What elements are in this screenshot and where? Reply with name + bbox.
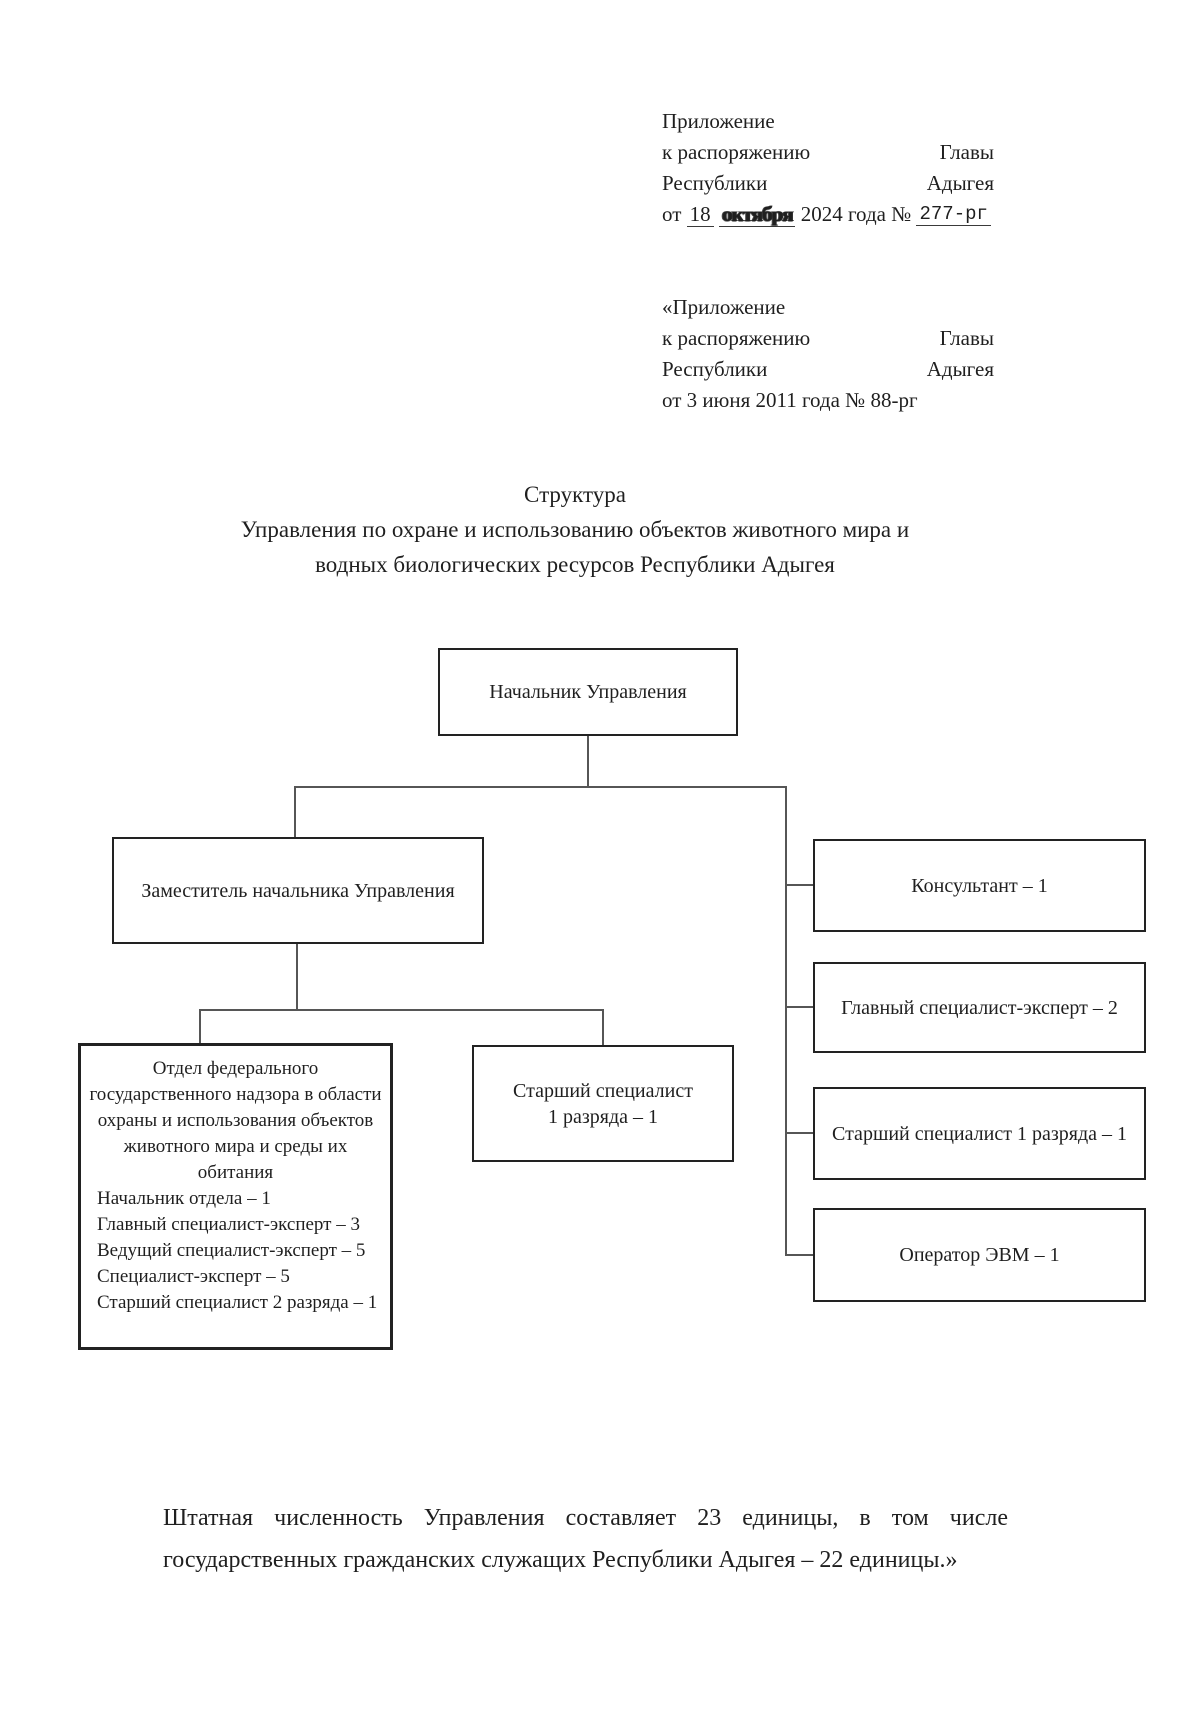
appendix-line: Республики Адыгея (662, 168, 994, 199)
appendix-text: к распоряжению (662, 326, 811, 350)
appendix-text: Республики (662, 357, 768, 381)
staff-position: Старший специалист 2 разряда – 1 (97, 1292, 378, 1313)
department-title-line: животного мира и среды их (123, 1136, 348, 1157)
connector-deputy-drop (296, 943, 298, 1011)
connector-right-trunk (785, 786, 787, 1256)
appendix-text: к распоряжению (662, 140, 811, 164)
appendix-date-line: от 18 октября 2024 года № 277-рг (662, 199, 994, 232)
org-node-label: Заместитель начальника Управления (141, 879, 455, 902)
connector-midbox-riser (602, 1009, 604, 1045)
org-node-label: Начальник Управления (489, 681, 687, 703)
appendix-text: Адыгея (926, 357, 994, 381)
connector-deputy-riser (294, 786, 296, 837)
connector-stub-chief-expert (785, 1006, 813, 1008)
title-line-1: Структура (524, 482, 626, 507)
date-year-number-sign: 2024 года № (800, 202, 912, 226)
org-node-label: Оператор ЭВМ – 1 (899, 1244, 1060, 1266)
org-node-senior-specialist-grade1-mid: Старший специалист 1 разряда – 1 (472, 1045, 734, 1162)
appendix-line: Республики Адыгея (662, 354, 994, 385)
appendix-header-2011: «Приложение к распоряжению Главы Республ… (662, 292, 994, 416)
appendix-line: к распоряжению Главы (662, 323, 994, 354)
connector-stub-senior-spec (785, 1132, 813, 1134)
org-node-chief-specialist-expert: Главный специалист-эксперт – 2 (813, 962, 1146, 1053)
title-line-2: Управления по охране и использованию объ… (240, 517, 910, 542)
org-node-label: Старший специалист 1 разряда – 1 (832, 1122, 1127, 1145)
appendix-text: Адыгея (926, 171, 994, 195)
connector-stub-consultant (785, 884, 813, 886)
staff-position: Ведущий специалист-эксперт – 5 (97, 1240, 366, 1261)
staff-position: Начальник отдела – 1 (97, 1188, 271, 1209)
date-prefix: от (662, 202, 682, 226)
org-node-deputy: Заместитель начальника Управления (112, 837, 484, 944)
connector-stub-operator (785, 1254, 813, 1256)
connector-lower-branch (199, 1009, 604, 1011)
title-line-3: водных биологических ресурсов Республики… (315, 552, 835, 577)
department-staff-list: Начальник отдела – 1 Главный специалист-… (89, 1186, 382, 1316)
connector-top-branch (294, 786, 787, 788)
appendix-line: «Приложение (662, 295, 786, 319)
department-title: Отдел федерального государственного надз… (89, 1056, 381, 1186)
org-node-computer-operator: Оператор ЭВМ – 1 (813, 1208, 1146, 1302)
appendix-header-2024: Приложение к распоряжению Главы Республи… (662, 106, 994, 232)
staff-position: Главный специалист-эксперт – 3 (97, 1214, 360, 1235)
department-title-line: охраны и использования объектов (97, 1110, 374, 1131)
date-day-filled-blank: 18 (686, 202, 714, 227)
org-node-label: Консультант – 1 (911, 874, 1048, 897)
connector-chief-drop (587, 736, 589, 786)
department-title-line: обитания (197, 1162, 274, 1183)
appendix-text: Главы (939, 326, 994, 350)
connector-department-riser (199, 1009, 201, 1043)
org-node-federal-oversight-department: Отдел федерального государственного надз… (78, 1043, 393, 1350)
department-title-line: государственного надзора в области (89, 1084, 382, 1105)
org-node-label: Главный специалист-эксперт – 2 (841, 996, 1118, 1019)
department-title-line: Отдел федерального (152, 1058, 319, 1079)
org-node-senior-specialist-grade1-right: Старший специалист 1 разряда – 1 (813, 1087, 1146, 1180)
date-month-overstruck: октября (718, 202, 796, 227)
appendix-text: Республики (662, 171, 768, 195)
org-node-label-line: 1 разряда – 1 (547, 1105, 659, 1128)
staff-position: Специалист-эксперт – 5 (97, 1266, 290, 1287)
staffing-total-paragraph: Штатная численность Управления составляе… (163, 1505, 1008, 1573)
document-title: Структура Управления по охране и использ… (75, 477, 1075, 582)
appendix-line: к распоряжению Главы (662, 137, 994, 168)
org-node-label-line: Старший специалист (513, 1079, 693, 1102)
appendix-text: Главы (939, 140, 994, 164)
appendix-date-line: от 3 июня 2011 года № 88-рг (662, 388, 918, 412)
org-node-chief: Начальник Управления (438, 648, 738, 736)
ordinance-number-filled-blank: 277-рг (916, 203, 991, 226)
appendix-line: Приложение (662, 109, 775, 133)
org-node-consultant: Консультант – 1 (813, 839, 1146, 932)
